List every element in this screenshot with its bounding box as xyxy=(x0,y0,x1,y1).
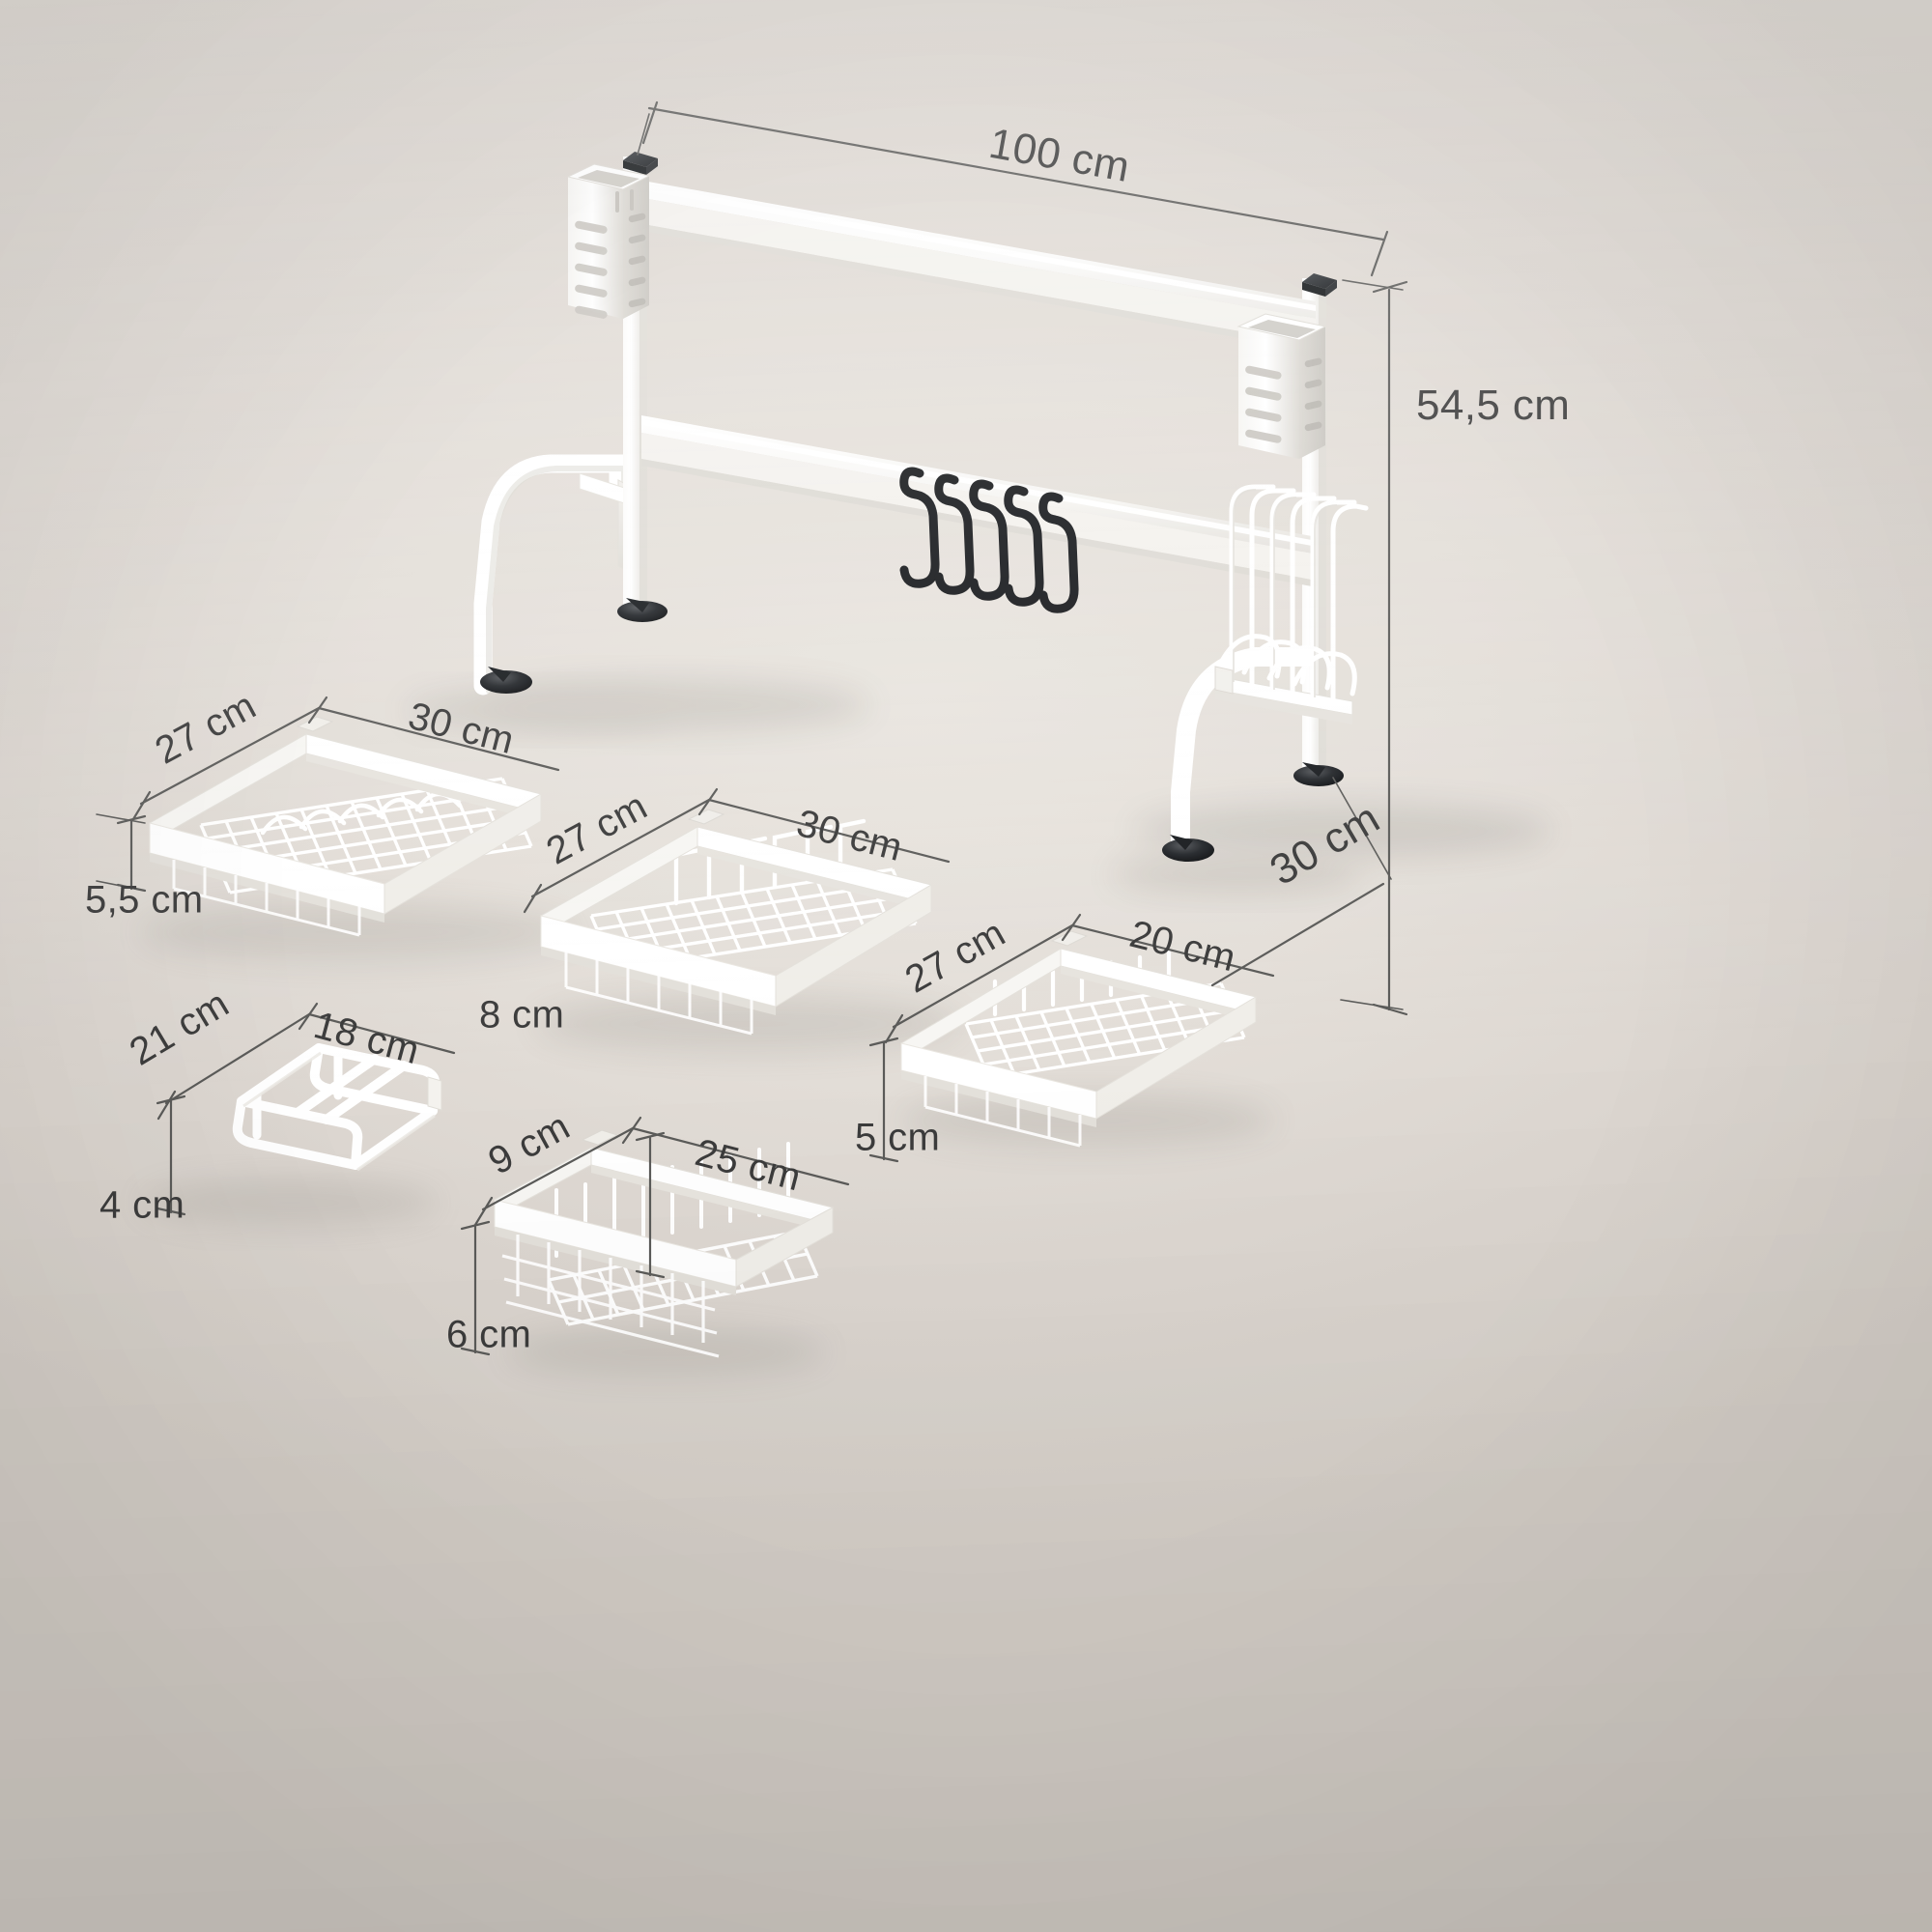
dim-acc2-depth xyxy=(523,798,711,914)
dim-acc3-depth xyxy=(884,923,1074,1044)
dim-main-height xyxy=(1340,279,1408,1016)
dim-acc2-height xyxy=(635,1131,666,1279)
dim-acc1-height xyxy=(96,813,147,893)
foot-pad xyxy=(1162,838,1214,862)
s-hook xyxy=(1038,492,1079,613)
dim-label-acc4-height: 4 cm xyxy=(99,1183,185,1227)
dim-acc1-depth xyxy=(131,706,321,821)
s-hook xyxy=(899,467,940,588)
dim-label-acc2-height: 8 cm xyxy=(479,993,565,1037)
accessory-board-holder xyxy=(140,1043,442,1227)
dim-acc2-width xyxy=(697,787,951,864)
dim-label-acc5-height: 6 cm xyxy=(446,1313,532,1356)
dim-label-acc3-height: 5 cm xyxy=(855,1116,941,1159)
post-end-cap xyxy=(1302,273,1337,297)
main-unit-shadow xyxy=(406,680,1550,894)
s-hook xyxy=(1004,485,1044,607)
dim-acc3-width xyxy=(1061,913,1275,978)
foot-pad xyxy=(480,670,532,694)
dim-acc4-height xyxy=(156,1094,186,1216)
dim-acc1-width xyxy=(307,696,560,772)
plate-rack xyxy=(1214,484,1369,724)
top-rail xyxy=(638,180,1316,352)
utensil-holder-right xyxy=(1236,313,1327,459)
accessory-mesh-basket xyxy=(898,930,1275,1148)
accessory-cup-tray xyxy=(140,716,575,961)
s-hook xyxy=(969,479,1009,601)
dim-acc4-width xyxy=(298,1002,456,1055)
utensil-holder-left xyxy=(566,163,651,319)
dim-acc5-width xyxy=(621,1116,850,1186)
main-unit xyxy=(473,152,1369,862)
dim-acc4-depth xyxy=(156,1012,311,1121)
s-hook xyxy=(934,473,975,595)
dim-acc5-depth xyxy=(473,1126,635,1227)
s-hooks xyxy=(899,467,1079,613)
right-curved-leg xyxy=(1162,647,1312,862)
dim-acc3-height xyxy=(868,1037,899,1163)
dim-label-acc1-height: 5,5 cm xyxy=(85,878,204,922)
post-end-cap xyxy=(623,152,658,175)
dim-label-main-height: 54,5 cm xyxy=(1416,382,1571,429)
accessory-plate-basket xyxy=(536,809,961,1053)
dim-main-width xyxy=(637,100,1389,277)
dim-acc5-height xyxy=(460,1220,491,1356)
